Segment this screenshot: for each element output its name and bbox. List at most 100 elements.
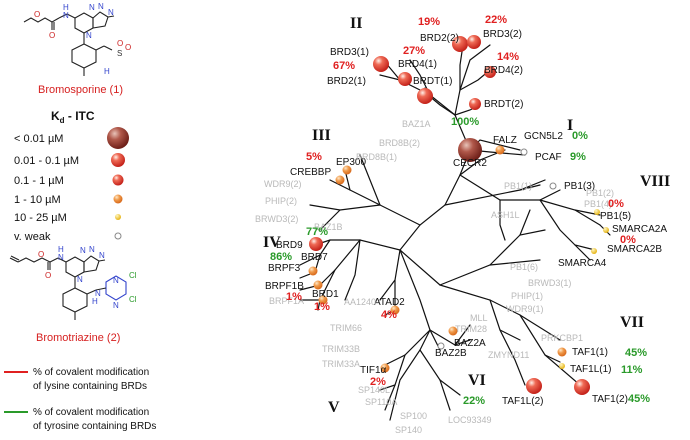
group-label-III: III xyxy=(312,127,331,144)
ball-pb1-3 xyxy=(549,182,557,190)
protein-label: BRD8B(2) xyxy=(379,138,420,148)
bromosporine-sulfonyl: S H O O xyxy=(104,39,131,76)
ball-brd2-2 xyxy=(452,36,468,52)
percent-brd3-1: 67% xyxy=(333,60,355,72)
group-label-IV: IV xyxy=(263,234,281,251)
protein-label: BRD8B(1) xyxy=(356,152,397,162)
protein-label: TAF1L(1) xyxy=(570,364,612,375)
protein-label: BRWD3(1) xyxy=(528,278,571,288)
atom-label: H xyxy=(104,67,110,76)
protein-label: BRPF3 xyxy=(268,263,301,274)
kd-marker-l xyxy=(111,153,125,167)
protein-label: BRD2(1) xyxy=(327,76,366,87)
ball-pb1-5 xyxy=(594,209,600,215)
protein-label: PB1(2) xyxy=(586,188,614,198)
atom-label: N xyxy=(58,253,64,262)
atom-label: Cl xyxy=(129,295,137,304)
percent-taf1l-2: 22% xyxy=(463,395,485,407)
protein-label: BAZ2B xyxy=(435,348,467,359)
ball-baz2b xyxy=(437,342,445,350)
protein-label: PB1(1) xyxy=(504,181,532,191)
kd-legend-markers xyxy=(107,127,129,240)
protein-label: TAF1(2) xyxy=(592,394,628,405)
protein-label: PHIP(1) xyxy=(511,291,543,301)
protein-label: CREBBP xyxy=(290,167,331,178)
kd-marker-xl xyxy=(107,127,129,149)
bromosporine-atom-labels: H N N N N N xyxy=(63,2,114,40)
atom-label: O xyxy=(34,10,40,19)
ball-taf1l-1 xyxy=(559,363,565,369)
ball-crebbp xyxy=(335,175,345,185)
protein-label: BRWD3(2) xyxy=(255,214,298,224)
kd-marker-m xyxy=(112,174,124,186)
protein-label: PRKCBP1 xyxy=(541,333,583,343)
protein-label: ATAD2 xyxy=(374,297,405,308)
bromosporine-atom-labels-o: O O xyxy=(34,10,55,40)
percent-brd9: 77% xyxy=(306,226,328,238)
percent-taf1-2: 45% xyxy=(628,393,650,405)
ball-taf1-2 xyxy=(574,379,590,395)
percent-brd4-1: 27% xyxy=(403,45,425,57)
ball-taf1l-2 xyxy=(526,378,542,394)
atom-label: N xyxy=(80,246,86,255)
atom-label: O xyxy=(45,271,51,280)
atom-label: N xyxy=(77,275,83,284)
percent-brd4-2: 14% xyxy=(497,51,519,63)
protein-label: BRD1 xyxy=(312,289,339,300)
ball-brpf3 xyxy=(308,266,318,276)
ball-brd3-2 xyxy=(467,35,481,49)
protein-label: GCN5L2 xyxy=(524,131,563,142)
ball-brdt-1 xyxy=(417,88,433,104)
protein-label: TAF1L(2) xyxy=(502,396,544,407)
protein-labels: BRD3(1) BRD2(1) BRD4(1) BRD2(2) BRD3(2) … xyxy=(265,29,667,407)
protein-label: SMARCA2A xyxy=(612,224,667,235)
atom-label: N xyxy=(95,289,101,298)
atom-label: N xyxy=(99,251,105,260)
percent-crebbp: 5% xyxy=(306,151,322,163)
protein-label: SP100 xyxy=(400,411,427,421)
compound-name-2: Bromotriazine (2) xyxy=(36,332,120,344)
ball-smarca4 xyxy=(591,248,597,254)
ball-brpf1b xyxy=(313,280,323,290)
protein-label: ZMYND11 xyxy=(488,350,529,360)
protein-labels-weak: BAZ1A BRD8B(2) BRD8B(1) WDR9(2) PHIP(2) … xyxy=(255,119,614,435)
atom-label: N xyxy=(113,276,119,285)
percent-atad2: 4% xyxy=(381,309,397,321)
protein-label: TRIM33B xyxy=(322,344,360,354)
protein-label: PCAF xyxy=(535,152,562,163)
legend-text: % of covalent modification xyxy=(33,367,149,378)
kd-marker-open xyxy=(114,232,122,240)
percent-brpf1b: 1% xyxy=(286,291,302,303)
protein-label: MLL xyxy=(470,313,488,323)
protein-label: PB1(4) xyxy=(584,199,612,209)
protein-label: BAZ1B xyxy=(314,222,343,232)
percent-cecr2: 100% xyxy=(451,116,479,128)
kd-legend-title: Kd - ITC xyxy=(51,109,95,125)
compound-name-1: Bromosporine (1) xyxy=(38,84,123,96)
kd-legend-label: 10 - 25 µM xyxy=(14,212,67,224)
ball-brd1 xyxy=(318,295,328,305)
protein-label: AA1240 xyxy=(344,297,376,307)
atom-label: N xyxy=(113,301,119,310)
percent-brd7: 86% xyxy=(270,251,292,263)
bromosporine-structure xyxy=(23,11,115,76)
group-label-V: V xyxy=(328,399,340,416)
protein-label: SP140L xyxy=(358,385,390,395)
protein-label: EP300 xyxy=(336,157,366,168)
ball-baz2a xyxy=(448,326,458,336)
protein-label: WDR9(2) xyxy=(264,179,302,189)
lysine-modification-values: 19% 22% 27% 67% 14% 5% 1% 1% 4% 2% 0% 0% xyxy=(286,14,636,388)
atom-label: N xyxy=(89,3,95,12)
ball-atad2 xyxy=(390,305,400,315)
protein-label: BRD4(1) xyxy=(398,59,437,70)
group-label-I: I xyxy=(567,117,573,134)
group-label-II: II xyxy=(350,15,362,32)
kd-legend-label: < 0.01 µM xyxy=(14,133,63,145)
ball-tif1a xyxy=(380,363,390,373)
protein-label: TAF1(1) xyxy=(572,347,608,358)
legend-text: of lysine containing BRDs xyxy=(33,381,147,392)
group-label-VI: VI xyxy=(468,372,486,389)
tyrosine-modification-values: 100% 0% 9% 77% 86% 22% 45% 11% 45% xyxy=(270,116,650,407)
